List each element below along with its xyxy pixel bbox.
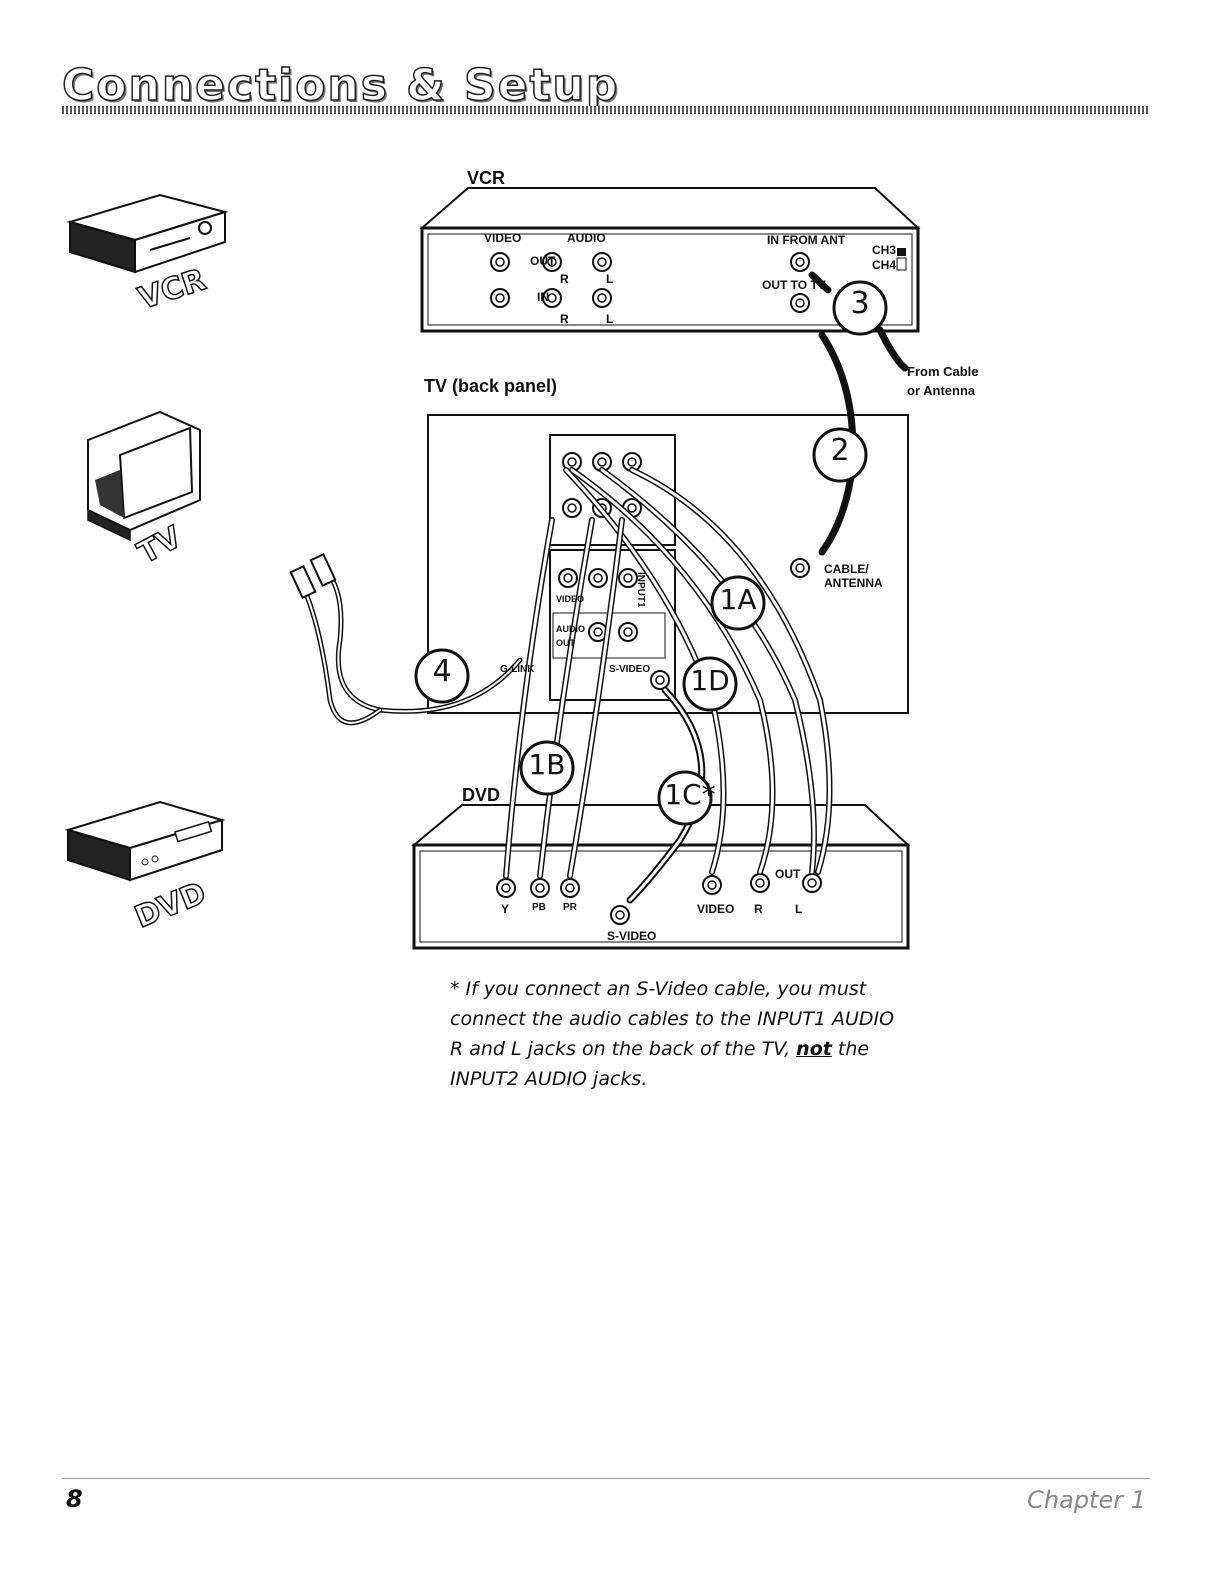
vcr-out-label: OUT <box>530 254 556 268</box>
tv-panel-title: TV (back panel) <box>424 376 558 396</box>
dvd-title: DVD <box>462 785 501 805</box>
callout-1a: 1A <box>719 583 757 616</box>
tv-out-label: OUT <box>556 638 575 648</box>
vcr-audio-label: AUDIO <box>567 231 606 245</box>
dvd-pr-label: PR <box>563 902 577 913</box>
tv-cable-antenna-line2: ANTENNA <box>824 576 883 590</box>
dvd-y-label: Y <box>501 902 510 916</box>
g-link-plug <box>289 553 337 599</box>
from-cable-line2: or Antenna <box>907 383 976 398</box>
vcr-ch3-label: CH3 <box>872 243 897 257</box>
dvd-rear-panel <box>411 804 911 950</box>
page-title: Connections & Setup <box>61 59 620 112</box>
vcr-device-icon <box>66 193 229 274</box>
dvd-r-label: R <box>754 902 763 916</box>
tv-video-label: VIDEO <box>556 594 585 604</box>
vcr-in-label: IN <box>537 290 549 304</box>
vcr-video-label: VIDEO <box>484 231 522 245</box>
callout-4: 4 <box>432 654 452 689</box>
callout-1c: 1C* <box>664 778 716 811</box>
chapter-label: Chapter 1 <box>1027 1486 1146 1514</box>
dvd-video-label: VIDEO <box>697 902 735 916</box>
vcr-ch4-label: CH4 <box>872 258 897 272</box>
tv-s-video-label: S-VIDEO <box>609 664 651 675</box>
footnote-emphasis: not <box>796 1038 832 1060</box>
dvd-pb-label: PB <box>532 902 546 913</box>
vcr-out-l-label: L <box>606 272 614 286</box>
footer-rule <box>62 1478 1150 1479</box>
vcr-in-l-label: L <box>606 312 614 326</box>
dvd-out-label: OUT <box>775 867 801 881</box>
vcr-out-to-tv-label: OUT TO TV <box>762 278 826 292</box>
from-cable-line1: From Cable <box>907 364 979 379</box>
callout-1d: 1D <box>690 664 730 697</box>
tv-audio-label: AUDIO <box>556 624 585 634</box>
vcr-in-from-ant-label: IN FROM ANT <box>767 233 846 247</box>
page-number: 8 <box>66 1485 83 1513</box>
dvd-s-video-label: S-VIDEO <box>607 929 657 943</box>
header-rule <box>62 106 1150 114</box>
callout-circles <box>414 280 888 826</box>
callout-1b: 1B <box>528 748 566 781</box>
tv-input1-label: INPUT1 <box>635 572 646 608</box>
footnote-part1: * If you connect an S-Video cable, you m… <box>450 978 895 1060</box>
tv-device-icon <box>87 410 201 542</box>
vcr-out-r-label: R <box>560 272 569 286</box>
vcr-title: VCR <box>467 168 506 188</box>
footnote-part2: the INPUT2 AUDIO jacks. <box>450 1038 870 1090</box>
tv-cable-antenna-line1: CABLE/ <box>824 562 869 576</box>
callout-2: 2 <box>830 433 850 468</box>
dvd-l-label: L <box>795 902 803 916</box>
s-video-footnote: * If you connect an S-Video cable, you m… <box>450 974 910 1094</box>
tv-g-link-label: G-LINK <box>500 664 535 675</box>
callout-3: 3 <box>850 286 870 321</box>
vcr-in-r-label: R <box>560 312 569 326</box>
dvd-device-icon <box>64 800 226 882</box>
